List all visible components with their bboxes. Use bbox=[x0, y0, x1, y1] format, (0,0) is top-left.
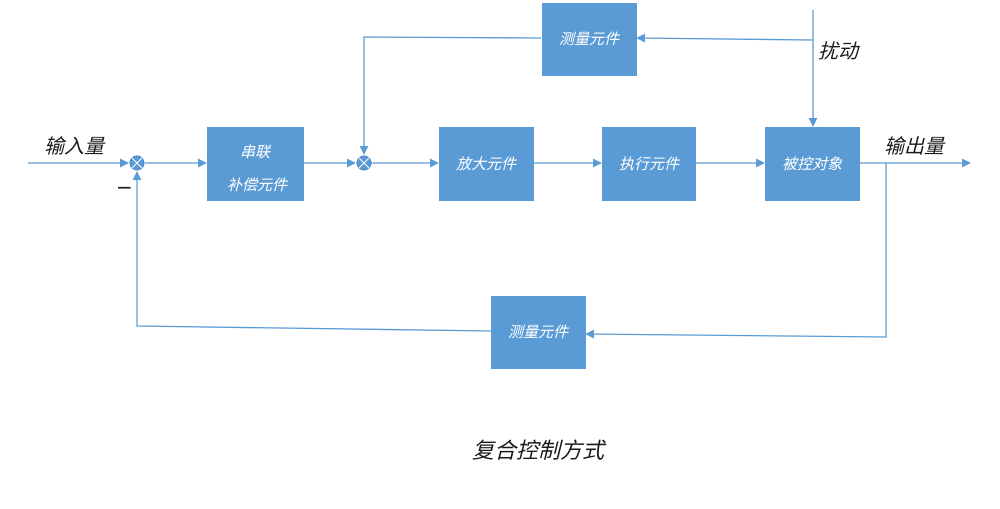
minus-sign: − bbox=[116, 175, 133, 199]
sensor-to-sum2-line bbox=[359, 36, 542, 155]
plant-label: 被控对象 bbox=[782, 155, 843, 173]
input-label: 输入量 bbox=[44, 134, 106, 158]
disturbance-sensor-block: 测量元件 bbox=[542, 3, 637, 76]
feedback-sensor-block: 测量元件 bbox=[491, 296, 586, 369]
summing-junction-1 bbox=[129, 155, 145, 171]
series-compensation-block: 串联 补偿元件 bbox=[207, 127, 304, 201]
disturbance-sensor-label: 测量元件 bbox=[559, 30, 621, 48]
diagram-caption: 复合控制方式 bbox=[472, 439, 607, 464]
actuator-label: 执行元件 bbox=[619, 155, 681, 173]
series-compensation-label-line1: 串联 bbox=[240, 143, 272, 161]
amplifier-block: 放大元件 bbox=[439, 127, 534, 201]
disturbance-label: 扰动 bbox=[818, 39, 860, 63]
amplifier-label: 放大元件 bbox=[456, 155, 518, 173]
feedback-to-sum1-line bbox=[132, 171, 492, 332]
disturbance-to-sensor-line bbox=[636, 33, 814, 43]
summing-junction-2 bbox=[356, 155, 372, 171]
actuator-block: 执行元件 bbox=[602, 127, 696, 201]
feedback-sensor-label: 测量元件 bbox=[508, 323, 570, 341]
output-label: 输出量 bbox=[884, 134, 946, 158]
plant-block: 被控对象 bbox=[765, 127, 860, 201]
output-to-feedback-sensor-line bbox=[585, 163, 887, 339]
series-compensation-label-line2: 补偿元件 bbox=[227, 176, 289, 194]
